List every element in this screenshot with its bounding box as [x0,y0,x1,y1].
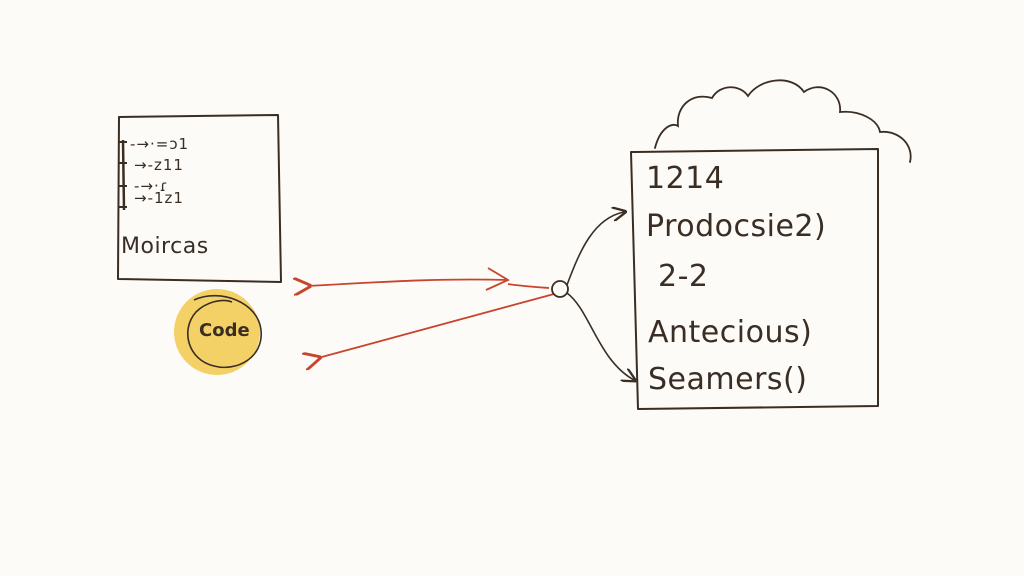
right-box: 1214 Prodocsie2) 2-2 Antecious) Seamers(… [630,148,879,410]
left-box: -→·=ɔ1 →-z11 -→·ɾ →-1z1 Moircas [117,114,282,283]
right-box-row-3: 2-2 [658,259,709,294]
code-node: Code [174,289,262,375]
left-box-label: Moircas [121,234,209,259]
branch-bottom [566,292,634,380]
left-box-row-4: →-1z1 [134,189,184,207]
ink-branches [566,212,634,380]
junction-node [551,280,569,298]
left-bracket-ticks [119,141,127,208]
red-arrow-top [308,279,509,286]
code-circle-fill [174,289,260,375]
left-bracket-line [121,139,126,211]
right-box-row-2: Prodocsie2) [646,209,826,244]
cloud-icon [654,79,912,163]
left-box-row-1: -→·=ɔ1 [130,135,189,153]
right-box-row-5: Seamers() [648,362,807,397]
red-arrow-top-tail [507,283,550,289]
red-arrow-top-head [485,267,510,291]
right-box-row-1: 1214 [646,161,724,196]
code-circle-outline [187,295,262,369]
left-box-row-3: -→·ɾ [134,177,169,195]
red-connectors [308,267,555,358]
left-box-row-2: →-z11 [134,156,184,174]
red-arrow-bottom [318,293,555,358]
code-label: Code [199,320,250,341]
right-box-row-4: Antecious) [648,315,812,350]
branch-top [566,212,624,286]
